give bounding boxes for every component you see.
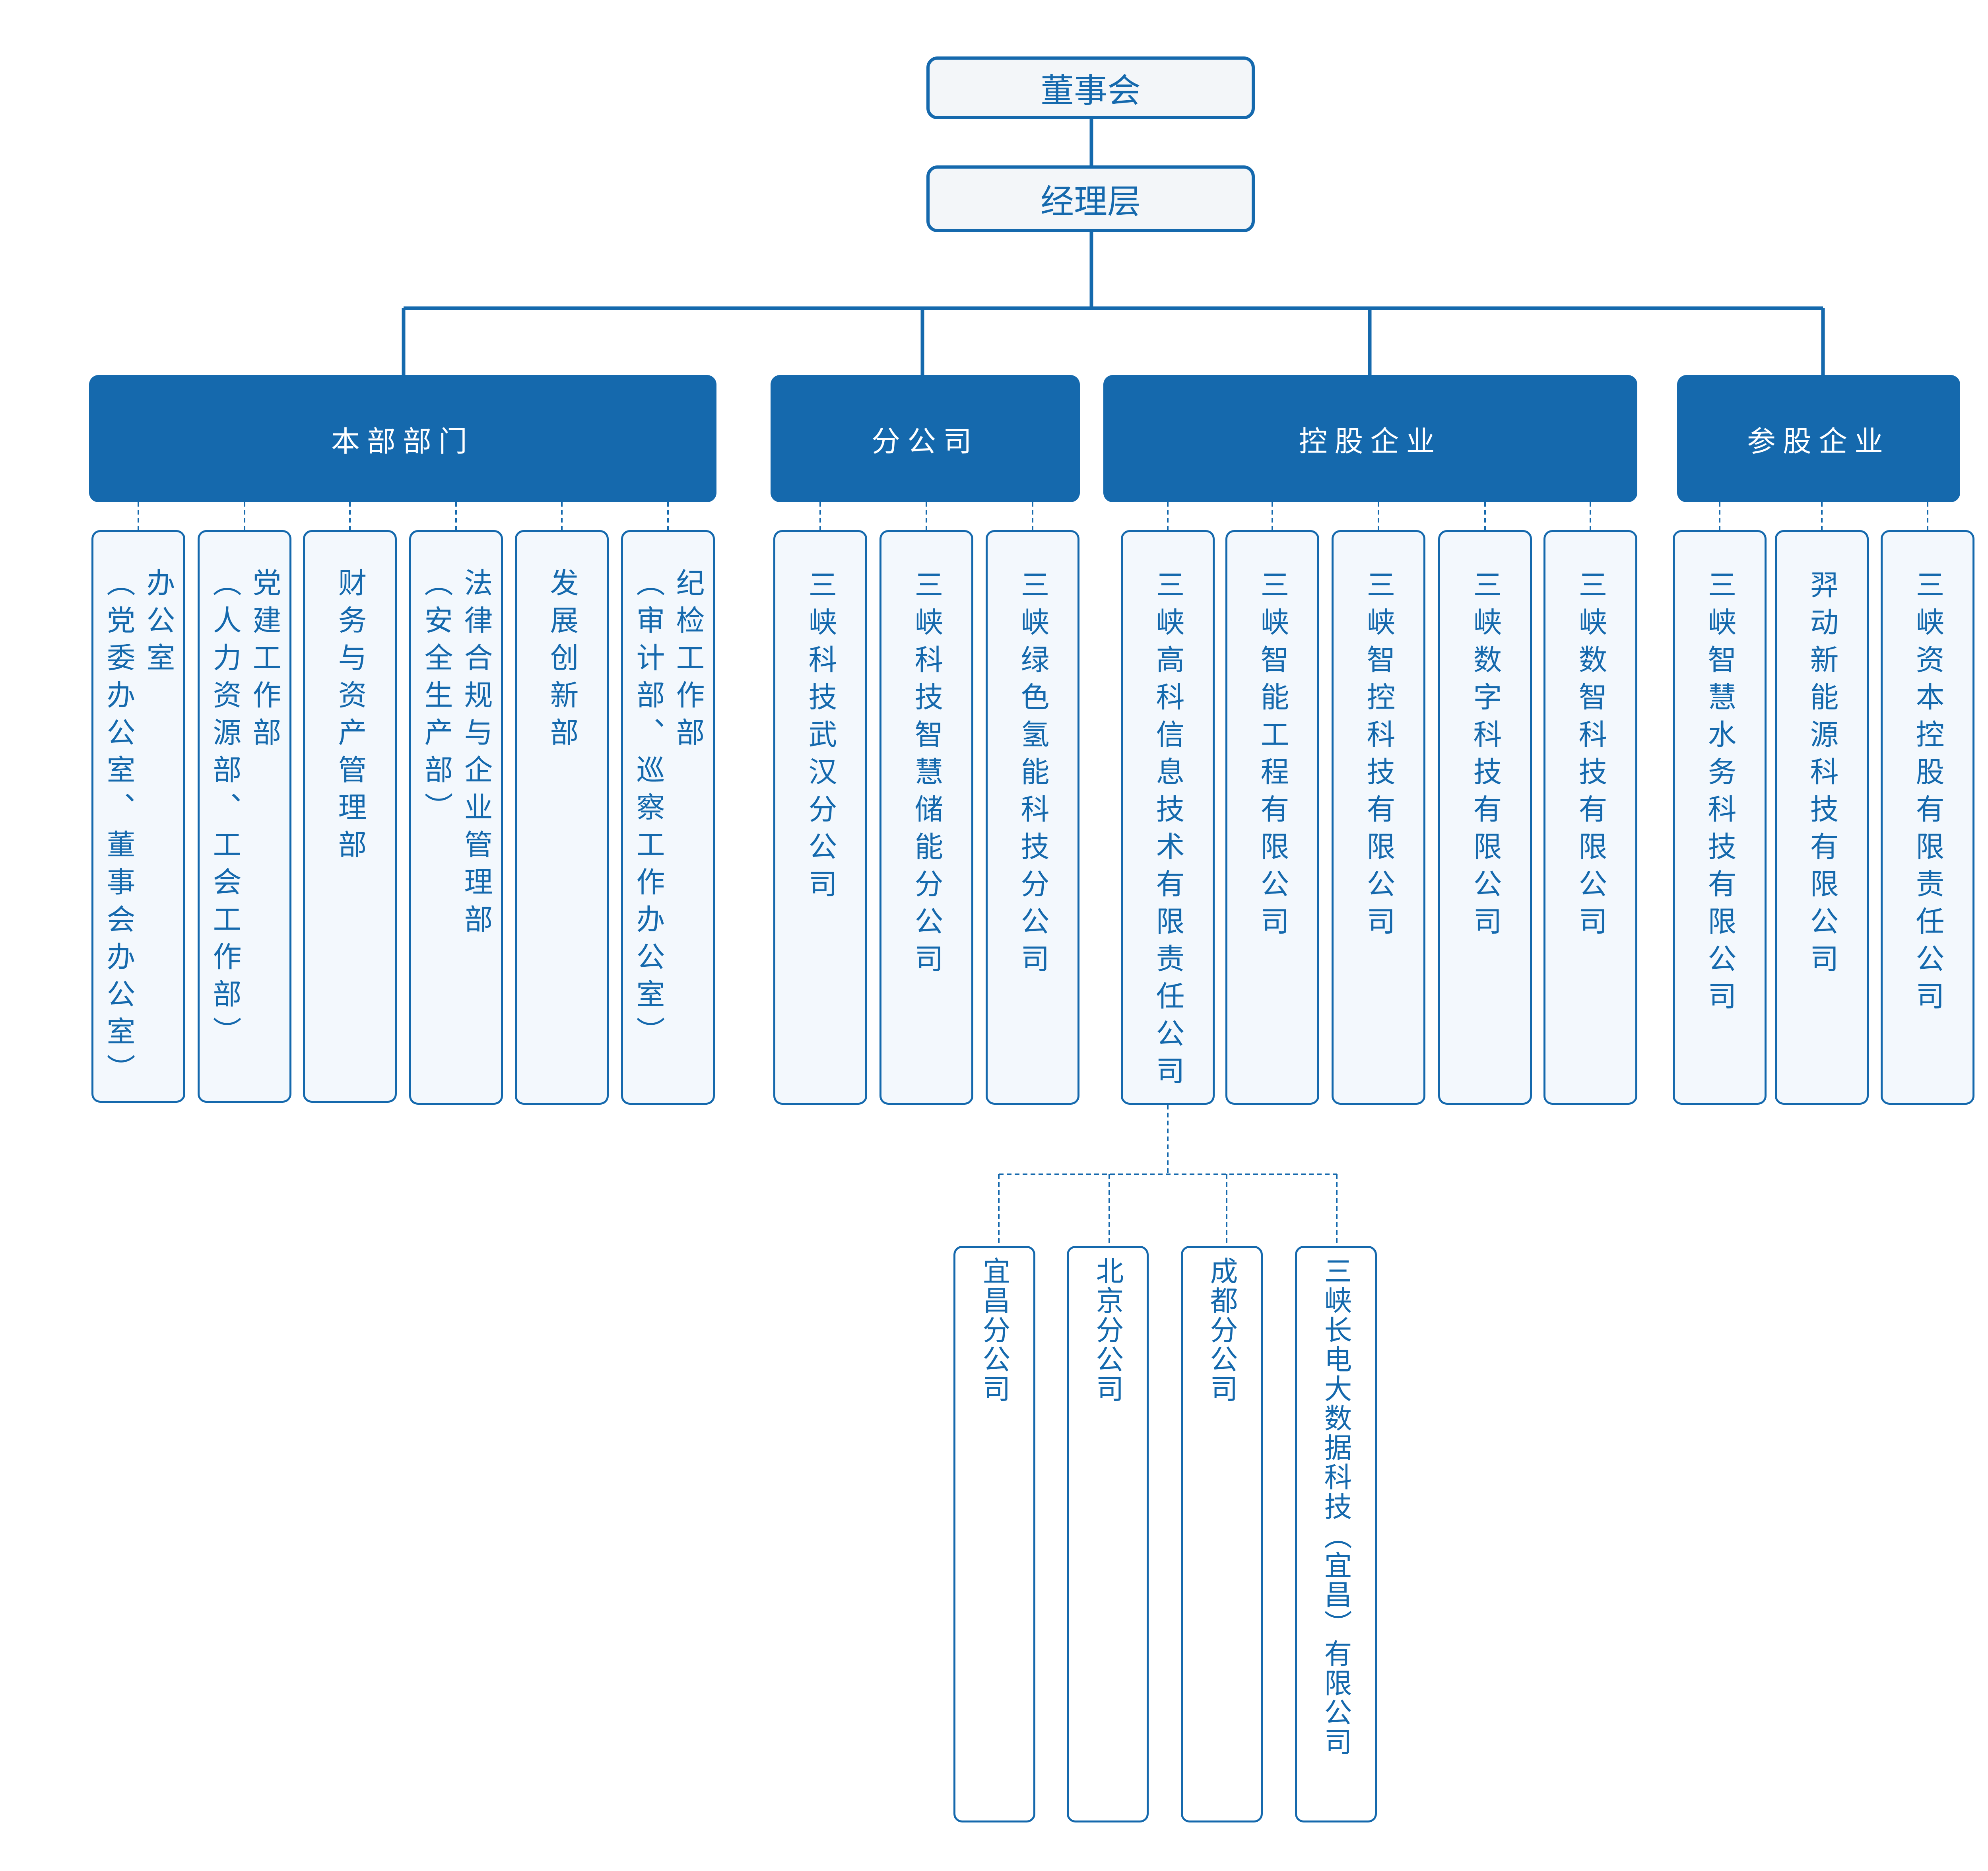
- department-card-5: 发展创新部: [515, 530, 609, 1105]
- holding-card-2: 三峡智能工程有限公司: [1225, 530, 1319, 1105]
- affiliate-card-2: 羿动新能源科技有限公司: [1775, 530, 1869, 1105]
- holding-card-3: 三峡智控科技有限公司: [1332, 530, 1425, 1105]
- holding-card-3-name: 三峡智控科技有限公司: [1362, 570, 1395, 944]
- management-label: 经理层: [1040, 182, 1141, 221]
- subsidiary-card-1-name: 宜昌分公司: [978, 1257, 1011, 1404]
- management-box: 经理层: [926, 165, 1255, 232]
- department-card-5-name: 发展创新部: [545, 568, 579, 755]
- departments-box: 本部部门: [89, 375, 716, 502]
- branch-card-2-name: 三峡科技智慧储能分公司: [910, 570, 943, 981]
- affiliate-card-1-name: 三峡智慧水务科技有限公司: [1703, 570, 1736, 1018]
- holdings-box: 控股企业: [1103, 375, 1637, 502]
- department-card-4: 法律合规与企业管理部 （安全生产部）: [409, 530, 503, 1105]
- holding-card-4: 三峡数字科技有限公司: [1438, 530, 1532, 1105]
- subsidiary-card-1: 宜昌分公司: [953, 1246, 1035, 1822]
- holding-card-5: 三峡数智科技有限公司: [1543, 530, 1637, 1105]
- subsidiary-card-4: 三峡长电大数据科技（宜昌）有限公司: [1295, 1246, 1377, 1822]
- affiliates-box: 参股企业: [1677, 375, 1960, 502]
- department-card-6: 纪检工作部 （审计部、巡察工作办公室）: [621, 530, 715, 1105]
- department-card-3-name: 财务与资产管理部: [333, 568, 367, 867]
- department-card-3: 财务与资产管理部: [303, 530, 397, 1103]
- affiliate-card-1: 三峡智慧水务科技有限公司: [1673, 530, 1767, 1105]
- affiliate-card-3-name: 三峡资本控股有限责任公司: [1911, 570, 1944, 1018]
- holding-card-1: 三峡高科信息技术有限责任公司: [1121, 530, 1215, 1105]
- branches-label: 分公司: [871, 424, 979, 458]
- subsidiary-card-3: 成都分公司: [1181, 1246, 1263, 1822]
- branch-card-3-name: 三峡绿色氢能科技分公司: [1016, 570, 1049, 981]
- department-card-1-note: （党委办公室、董事会办公室）: [102, 568, 135, 1091]
- department-card-4-note: （安全生产部）: [419, 568, 453, 830]
- board-label: 董事会: [1040, 71, 1141, 110]
- affiliates-label: 参股企业: [1747, 424, 1890, 458]
- branches-box: 分公司: [771, 375, 1080, 502]
- subsidiary-card-4-name: 三峡长电大数据科技（宜昌）有限公司: [1320, 1257, 1352, 1757]
- holding-card-1-name: 三峡高科信息技术有限责任公司: [1151, 570, 1184, 1093]
- affiliate-card-2-name: 羿动新能源科技有限公司: [1805, 570, 1839, 981]
- department-card-2-note: （人力资源部、工会工作部）: [208, 568, 241, 1054]
- subsidiary-card-2: 北京分公司: [1067, 1246, 1149, 1822]
- department-card-1-name: 办公室: [142, 568, 175, 680]
- departments-label: 本部部门: [331, 424, 474, 458]
- board-box: 董事会: [926, 56, 1255, 119]
- department-card-1: 办公室 （党委办公室、董事会办公室）: [91, 530, 185, 1103]
- department-card-2: 党建工作部 （人力资源部、工会工作部）: [198, 530, 291, 1103]
- branch-card-1: 三峡科技武汉分公司: [773, 530, 867, 1105]
- department-card-6-note: （审计部、巡察工作办公室）: [631, 568, 665, 1054]
- holding-card-2-name: 三峡智能工程有限公司: [1256, 570, 1289, 944]
- department-card-6-name: 纪检工作部: [671, 568, 705, 755]
- branch-card-3: 三峡绿色氢能科技分公司: [986, 530, 1079, 1105]
- holding-card-4-name: 三峡数字科技有限公司: [1468, 570, 1502, 944]
- branch-card-2: 三峡科技智慧储能分公司: [879, 530, 973, 1105]
- department-card-2-name: 党建工作部: [248, 568, 281, 755]
- department-card-4-name: 法律合规与企业管理部: [459, 568, 493, 942]
- affiliate-card-3: 三峡资本控股有限责任公司: [1881, 530, 1974, 1105]
- holding-card-5-name: 三峡数智科技有限公司: [1574, 570, 1607, 944]
- subsidiary-card-2-name: 北京分公司: [1091, 1257, 1124, 1404]
- subsidiary-card-3-name: 成都分公司: [1206, 1257, 1238, 1404]
- holdings-label: 控股企业: [1299, 424, 1442, 458]
- branch-card-1-name: 三峡科技武汉分公司: [804, 570, 837, 906]
